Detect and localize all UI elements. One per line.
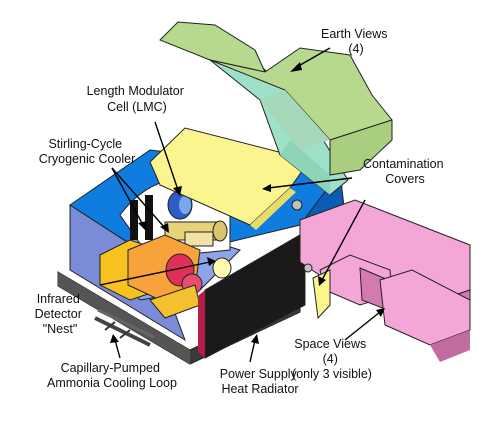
base-plate <box>57 271 301 365</box>
label-detector-nest: Infrared Detector "Nest" <box>35 292 86 336</box>
label-cooler: Stirling-Cycle Cryogenic Cooler <box>39 137 136 166</box>
earth-view-assembly <box>159 21 393 196</box>
label-contamination-covers: Contamination Covers <box>363 157 447 186</box>
label-heat-radiator: Power Supply Heat Radiator <box>220 367 301 396</box>
leader-lines <box>99 47 385 363</box>
detector-nest <box>99 234 232 319</box>
heat-radiator <box>198 231 306 359</box>
label-earth-views: Earth Views (4) <box>321 27 391 56</box>
space-view-assembly <box>291 199 471 362</box>
labels: Earth Views (4) Length Modulator Cell (L… <box>35 27 447 396</box>
label-cooling-loop: Capillary-Pumped Ammonia Cooling Loop <box>47 361 177 390</box>
label-space-views: Space Views (4) (only 3 visible) <box>292 337 372 381</box>
contamination-cover <box>149 127 311 230</box>
cooling-loop <box>94 308 155 347</box>
label-lmc: Length Modulator Cell (LMC) <box>87 84 188 114</box>
